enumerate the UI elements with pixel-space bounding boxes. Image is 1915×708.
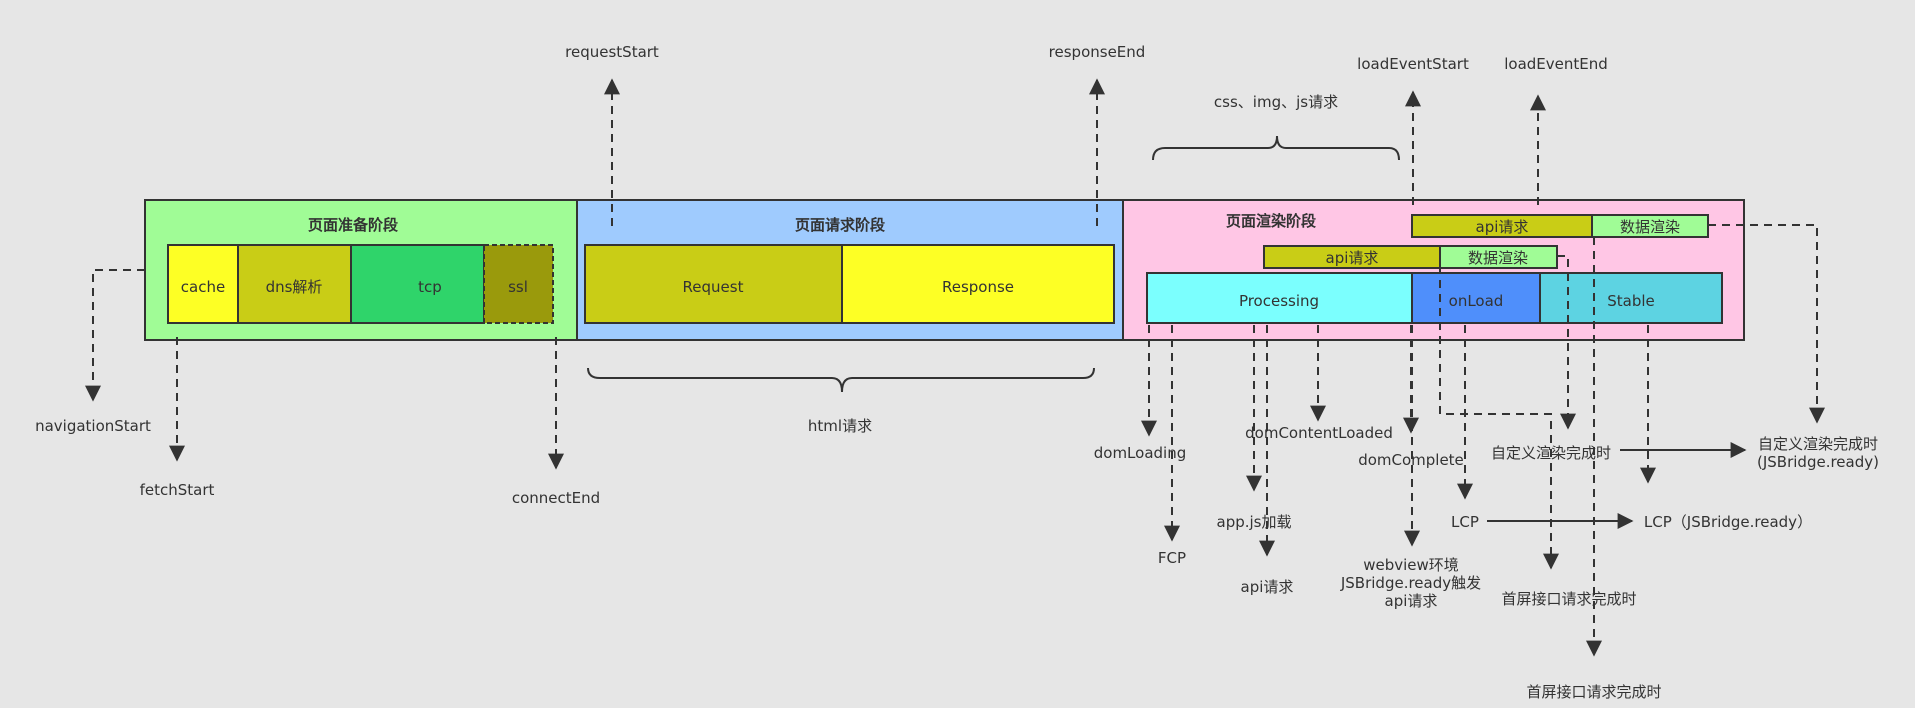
render-phase-title: 页面渲染阶段 xyxy=(1226,212,1316,230)
first-screen-api-done-bottom-label: 首屏接口请求完成时 xyxy=(1526,683,1661,701)
onload-label: onLoad xyxy=(1449,292,1504,310)
data-render-top-label: 数据渲染 xyxy=(1620,218,1680,236)
load-event-end-label: loadEventEnd xyxy=(1504,55,1608,73)
tcp-label: tcp xyxy=(418,278,442,296)
connect-end-label: connectEnd xyxy=(512,489,600,507)
solid-arrows xyxy=(1487,442,1747,529)
first-screen-api-done-label: 首屏接口请求完成时 xyxy=(1501,590,1636,608)
fetch-start-label: fetchStart xyxy=(140,481,215,499)
response-label: Response xyxy=(942,278,1014,296)
css-img-js-label: css、img、js请求 xyxy=(1214,93,1338,111)
request-start-label: requestStart xyxy=(565,43,659,61)
html-request-brace xyxy=(587,367,1095,393)
dom-loading-label: domLoading xyxy=(1094,444,1187,462)
prep-phase-title: 页面准备阶段 xyxy=(308,216,398,234)
stable-label: Stable xyxy=(1607,292,1655,310)
webview-label-line3: api请求 xyxy=(1385,592,1438,610)
ssl-label: ssl xyxy=(508,278,528,296)
webview-label-line2: JSBridge.ready触发 xyxy=(1340,574,1481,592)
ssl-box xyxy=(483,244,554,324)
html-request-label: html请求 xyxy=(808,417,872,435)
dns-label: dns解析 xyxy=(266,278,323,296)
api-request-top-label: api请求 xyxy=(1476,218,1529,236)
app-js-label: app.js加载 xyxy=(1217,513,1292,531)
tcp-box xyxy=(350,244,485,324)
lcp-ready-label: LCP（JSBridge.ready） xyxy=(1644,513,1812,531)
dom-content-loaded-label: domContentLoaded xyxy=(1245,424,1393,442)
navigation-start-label: navigationStart xyxy=(35,417,151,435)
request-label: Request xyxy=(683,278,744,296)
lcp-label: LCP xyxy=(1451,513,1479,531)
api-request-mid-label: api请求 xyxy=(1326,249,1379,267)
data-render-mid-label: 数据渲染 xyxy=(1468,249,1528,267)
custom-render-ready-line1: 自定义渲染完成时 xyxy=(1758,435,1878,453)
response-end-label: responseEnd xyxy=(1049,43,1146,61)
api-request-label: api请求 xyxy=(1241,578,1294,596)
response-box xyxy=(841,244,1115,324)
request-phase-title: 页面请求阶段 xyxy=(795,216,885,234)
request-box xyxy=(584,244,843,324)
dns-box xyxy=(237,244,352,324)
stable-box xyxy=(1539,272,1723,324)
dom-complete-label: domComplete xyxy=(1358,451,1464,469)
custom-render-ready-line2: (JSBridge.ready) xyxy=(1757,453,1879,471)
fcp-label: FCP xyxy=(1158,549,1186,567)
css-img-js-brace xyxy=(1152,135,1400,161)
custom-render-done-label: 自定义渲染完成时 xyxy=(1491,444,1611,462)
load-event-start-label: loadEventStart xyxy=(1357,55,1469,73)
processing-label: Processing xyxy=(1239,292,1319,310)
webview-label-line1: webview环境 xyxy=(1363,556,1459,574)
cache-label: cache xyxy=(181,278,225,296)
processing-box xyxy=(1146,272,1413,324)
dashed-connectors xyxy=(85,78,1825,657)
